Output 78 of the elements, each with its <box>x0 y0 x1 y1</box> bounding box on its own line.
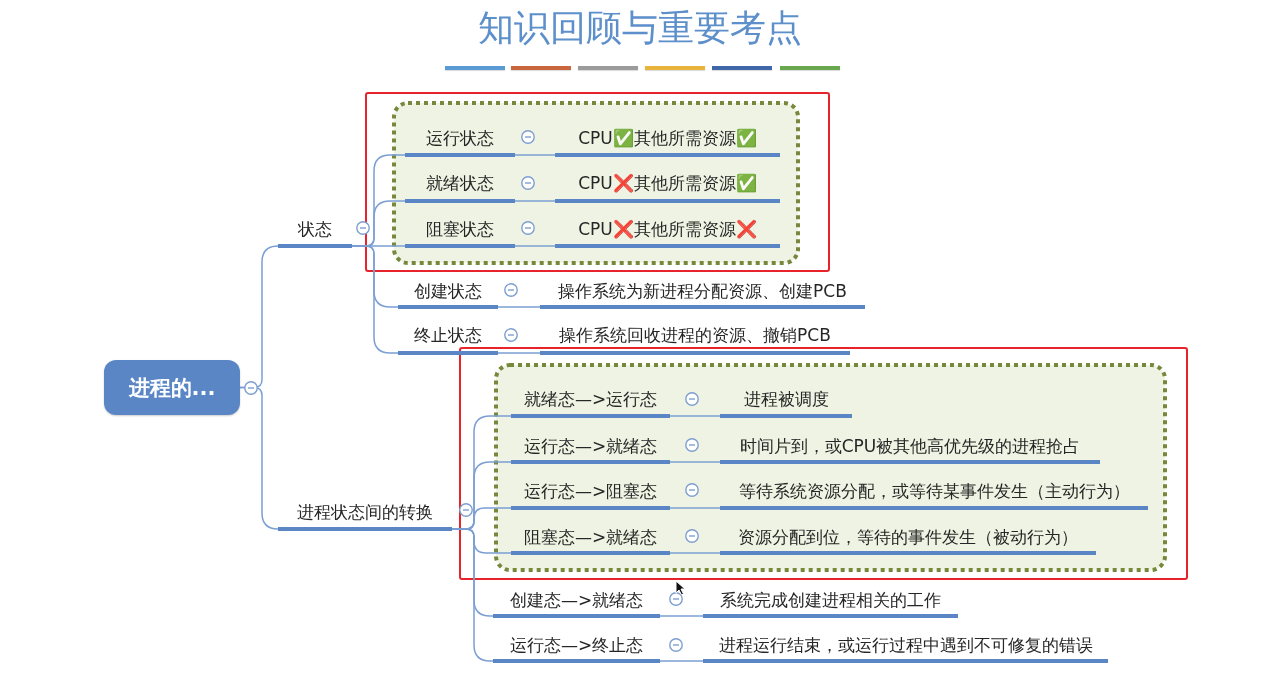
branch-line <box>239 386 279 530</box>
mind-map-topic <box>703 634 1108 663</box>
check-mark-icon: ✅ <box>735 128 757 148</box>
branch-line <box>497 352 541 354</box>
root-topic-box <box>104 360 240 415</box>
mind-map-topic <box>540 324 850 355</box>
topic-text: 系统完成创建进程相关的工作 <box>720 590 941 610</box>
topic-text: CPU <box>578 219 613 239</box>
mind-map-topic <box>555 218 780 248</box>
branch-line <box>514 200 556 202</box>
mind-map-topic <box>405 172 515 203</box>
mind-map-topic <box>720 435 1100 464</box>
mind-map-topic <box>720 526 1096 555</box>
dotted-group-frame <box>494 363 1167 572</box>
topic-text: 运行状态 <box>426 128 494 148</box>
topic-text: 进程运行结束，或运行过程中遇到不可修复的错误 <box>718 635 1093 655</box>
topic-text: 进程状态间的转换 <box>297 502 433 522</box>
mind-map-topic <box>720 388 852 418</box>
branch-line <box>669 507 721 509</box>
topic-text: 运行态—>终止态 <box>509 635 644 655</box>
topic-text: 时间片到，或CPU被其他高优先级的进程抢占 <box>739 436 1081 456</box>
check-mark-icon: ✅ <box>612 128 634 148</box>
topic-text: 就绪状态 <box>426 173 494 193</box>
mind-map-topic <box>703 589 958 618</box>
topic-text: 阻塞态—>就绪态 <box>523 527 658 547</box>
branch-line <box>659 615 704 617</box>
branch-line <box>514 245 556 247</box>
cross-mark-icon: ❌ <box>735 219 757 239</box>
topic-text: 运行态—>就绪态 <box>523 436 658 456</box>
mind-map-topic <box>540 280 865 309</box>
branch-line <box>351 245 399 354</box>
topic-text: 操作系统回收进程的资源、撤销PCB <box>559 325 831 345</box>
root-topic-text: 进程的... <box>128 374 216 402</box>
mind-map-topic <box>511 480 670 510</box>
topic-text: 就绪态—>运行态 <box>523 389 658 409</box>
mind-map-topic <box>278 218 352 248</box>
mind-map-topic <box>398 280 498 309</box>
mind-map-topic <box>720 480 1148 510</box>
topic-text: 状态 <box>298 219 332 239</box>
dotted-group-frame <box>392 101 800 265</box>
topic-text: 其他所需资源 <box>633 173 736 193</box>
topic-text: 其他所需资源 <box>633 128 736 148</box>
topic-text: 等待系统资源分配，或等待某事件发生（主动行为） <box>738 481 1130 501</box>
topic-text: 其他所需资源 <box>633 219 736 239</box>
cross-mark-icon: ❌ <box>612 173 634 193</box>
mind-map-topic <box>511 435 670 464</box>
mind-map-topic <box>511 388 670 418</box>
mind-map-topic <box>493 634 660 663</box>
topic-text: 创建状态 <box>414 281 482 301</box>
topic-text: 阻塞状态 <box>426 219 494 239</box>
branch-line <box>514 154 556 156</box>
topic-text: 进程被调度 <box>743 389 829 409</box>
topic-text: CPU <box>578 173 613 193</box>
branch-line <box>669 415 721 417</box>
page-title: 知识回顾与重要考点 <box>478 6 802 50</box>
branch-line <box>451 528 494 662</box>
mind-map-topic <box>511 526 670 555</box>
highlight-frame <box>365 92 830 272</box>
topic-text: 运行态—>阻塞态 <box>523 481 658 501</box>
topic-text: 创建态—>就绪态 <box>509 590 644 610</box>
branch-line <box>497 306 541 308</box>
topic-text: 操作系统为新进程分配资源、创建PCB <box>558 281 847 301</box>
highlight-frame <box>459 347 1188 580</box>
topic-text: 终止状态 <box>414 325 482 345</box>
topic-text: 资源分配到位，等待的事件发生（被动行为） <box>738 527 1078 547</box>
mind-map-topic <box>555 172 780 203</box>
check-mark-icon: ✅ <box>735 173 757 193</box>
branch-line <box>659 660 704 662</box>
topic-text: CPU <box>578 128 613 148</box>
branch-line <box>669 552 721 554</box>
mind-map-topic <box>493 589 660 618</box>
mind-map-topic <box>405 127 515 157</box>
cross-mark-icon: ❌ <box>612 219 634 239</box>
mind-map-topic <box>405 218 515 248</box>
mind-map-topic <box>278 501 452 531</box>
branch-line <box>669 461 721 463</box>
mind-map-topic <box>398 324 498 355</box>
mind-map-topic <box>555 127 780 157</box>
